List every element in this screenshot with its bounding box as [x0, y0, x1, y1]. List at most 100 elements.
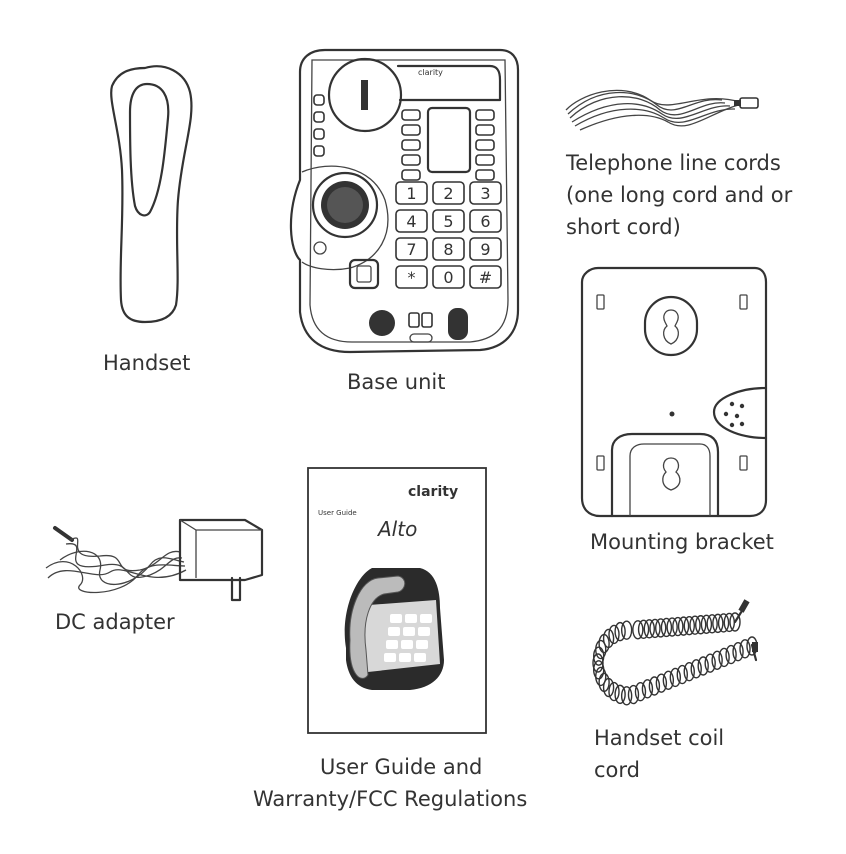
coil-cord-label-2: cord: [594, 758, 640, 782]
keypad-key-label: *: [408, 268, 416, 287]
coil-loop: [637, 619, 650, 640]
line-cords-label-3: short cord): [566, 215, 681, 239]
keypad-key-label: 8: [443, 240, 453, 259]
coil-loop: [739, 639, 751, 659]
keypad-key: [432, 209, 465, 233]
user-guide-phone-key: [384, 653, 396, 662]
keypad-key-label: 6: [480, 212, 490, 231]
dc-adapter-label: DC adapter: [55, 610, 175, 634]
coil-cord-label-1: Handset coil: [594, 726, 725, 750]
user-guide-phone-key: [405, 614, 417, 623]
coil-loop: [690, 659, 702, 679]
user-guide-phone-key: [388, 627, 400, 636]
keypad-key-label: 5: [443, 212, 453, 231]
coil-loop: [683, 662, 695, 682]
line-cords-label-1: Telephone line cords: [566, 151, 781, 175]
keypad-key: [469, 237, 502, 261]
keypad-key: [395, 209, 428, 233]
user-guide-phone-key: [401, 640, 413, 649]
coil-loop: [695, 615, 707, 635]
handset-label: Handset: [103, 351, 191, 375]
coil-loop: [614, 621, 626, 642]
keypad-key-label: 9: [480, 240, 490, 259]
keypad-key-label: 1: [406, 184, 416, 203]
user-guide-phone-key: [420, 614, 432, 623]
coil-loop: [620, 620, 633, 640]
user-guide-phone-key: [386, 640, 398, 649]
coil-loop: [729, 612, 741, 632]
coil-loop: [732, 642, 744, 662]
keypad-key-label: 3: [480, 184, 490, 203]
user-guide-phone-key: [414, 653, 426, 662]
coil-loop: [669, 667, 682, 688]
coil-loop: [672, 616, 684, 637]
coil-loop: [662, 670, 675, 690]
coil-loop: [643, 619, 655, 639]
coil-loop: [592, 653, 604, 673]
coil-loop: [655, 618, 667, 638]
coil-loop: [704, 653, 716, 673]
coil-loop: [592, 646, 605, 666]
keypad-key: [469, 209, 502, 233]
coil-loop: [595, 666, 607, 687]
coil-loop: [677, 616, 690, 636]
coil-loop: [689, 615, 701, 635]
keypad-key: [432, 181, 465, 205]
coil-loop: [649, 618, 661, 639]
user-guide-label-1: User Guide and: [320, 755, 483, 779]
mounting-bracket-label: Mounting bracket: [590, 530, 774, 554]
keypad-key-label: 7: [406, 240, 416, 259]
user-guide-phone-keypad: [384, 614, 432, 662]
base-unit-label: Base unit: [347, 370, 446, 394]
keypad-key: [395, 265, 428, 289]
coil-loop: [614, 684, 626, 705]
coil-loop: [723, 612, 735, 633]
coil-loop: [648, 676, 661, 696]
keypad-key: [469, 265, 502, 289]
coil-loop: [676, 664, 688, 685]
coil-loop: [602, 677, 615, 698]
user-guide-cover-title: User Guide: [318, 509, 357, 517]
coil-loop: [711, 650, 723, 670]
coil-loop: [634, 682, 647, 702]
coil-loop: [660, 617, 673, 638]
user-guide-label-2: Warranty/FCC Regulations: [253, 787, 528, 811]
keypad-key: [432, 265, 465, 289]
keypad-key: [395, 181, 428, 205]
keypad-key: [395, 237, 428, 261]
keypad-key: [469, 181, 502, 205]
user-guide-phone-key: [390, 614, 402, 623]
coil-cord-loops: [592, 612, 758, 706]
coil-loop: [706, 614, 718, 634]
user-guide-phone-key: [418, 627, 430, 636]
coil-loop: [641, 679, 654, 699]
user-guide-phone-key: [403, 627, 415, 636]
base-unit-brand: clarity: [418, 68, 443, 77]
coil-loop: [718, 647, 730, 668]
coil-loop: [700, 614, 713, 634]
coil-loop: [666, 617, 678, 637]
line-cords-label-2: (one long cord and or: [566, 183, 793, 207]
keypad-key-label: 2: [443, 184, 453, 203]
coil-loop: [717, 613, 730, 633]
coil-loop: [683, 615, 695, 636]
coil-loop: [632, 620, 644, 640]
user-guide-brand: clarity: [408, 484, 458, 500]
coil-loop: [598, 633, 610, 654]
keypad-key-label: 4: [406, 212, 416, 231]
coil-loop: [620, 686, 633, 706]
coil-loop: [655, 673, 668, 693]
coil-loop: [712, 613, 724, 634]
coil-loop: [697, 656, 709, 676]
coil-loop: [608, 624, 620, 645]
user-guide-model: Alto: [376, 517, 417, 541]
user-guide-phone-key: [416, 640, 428, 649]
keypad-key-label: #: [479, 268, 492, 287]
